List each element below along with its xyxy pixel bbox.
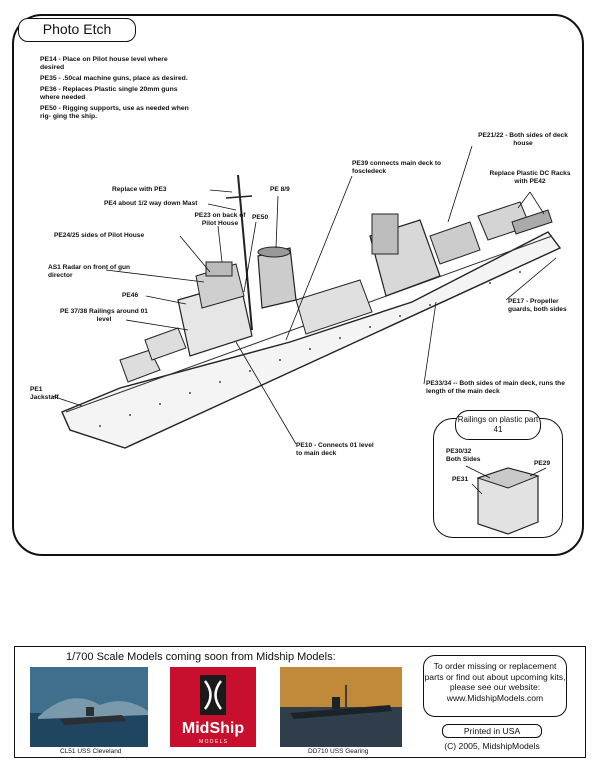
callout-pe3334: PE33/34 -- Both sides of main deck, runs… <box>426 380 565 395</box>
callout-pe39: PE39 connects main deck to foscledeck <box>352 160 442 175</box>
callout-pe23: PE23 on back of Pilot House <box>194 212 246 227</box>
note-pe14: PE14 - Place on Pilot house level where … <box>40 56 168 71</box>
railings-pe29: PE29 <box>534 460 551 467</box>
caption-gearing: DD710 USS Gearing <box>308 748 369 755</box>
mast <box>237 174 253 331</box>
callout-pe3: Replace with PE3 <box>112 186 167 193</box>
logo-wordmark: MidShip <box>182 720 244 737</box>
aft-gun-mounts <box>429 221 481 265</box>
coming-soon-heading: 1/700 Scale Models coming soon from Mids… <box>66 651 336 663</box>
midship-logo: MidShip M O D E L S <box>170 667 256 747</box>
mast-yard <box>225 195 253 199</box>
callout-pe17: PE17 - Propeller guards, both sides <box>508 298 567 313</box>
railings-title: Railings on plastic part 41 <box>455 410 541 440</box>
instruction-panel-frame <box>12 14 584 556</box>
part-41-leaders <box>465 465 547 495</box>
railings-pe3032: PE30/32 Both Sides <box>446 448 481 463</box>
funnel-top <box>257 246 291 258</box>
uss-cleveland-image <box>30 667 148 747</box>
callout-pe3738: PE 37/38 Railings around 01 level <box>60 308 148 323</box>
printed-in-usa: Printed in USA <box>442 724 542 738</box>
callout-pe50: PE50 <box>252 214 269 221</box>
dc-racks <box>511 209 553 235</box>
logo-subtext: M O D E L S <box>199 739 228 745</box>
railings-pe31: PE31 <box>452 476 469 483</box>
callout-as1: AS1 Radar on front of gun director <box>48 264 131 279</box>
forward-gun-mount-2 <box>144 327 187 361</box>
callout-pe2122: PE21/22 - Both sides of deck house <box>478 132 568 147</box>
note-pe36: PE36 - Replaces Plastic single 20mm guns… <box>40 86 178 101</box>
caption-cleveland: CL51 USS Cleveland <box>60 748 122 755</box>
callout-pe4: PE4 about 1/2 way down Mast <box>104 200 198 207</box>
callout-pe1: PE1 Jackstaff <box>30 386 59 401</box>
ship-hull <box>61 231 562 449</box>
footer-box <box>14 646 586 758</box>
callout-pe42: Replace Plastic DC Racks with PE42 <box>489 170 571 185</box>
note-pe50: PE50 - Rigging supports, use as needed w… <box>40 105 189 120</box>
callout-pe89: PE 8/9 <box>270 186 290 193</box>
hull-portholes <box>99 271 521 427</box>
part-41-top <box>476 467 540 489</box>
photo-etch-notes: PE14 - Place on Pilot house level where … <box>40 56 190 124</box>
callout-leaders <box>51 145 557 445</box>
callout-pe10: PE10 - Connects 01 level to main deck <box>296 442 374 457</box>
callout-pe46: PE46 <box>122 292 139 299</box>
midship-deckhouse <box>295 279 373 335</box>
aft-tower <box>371 213 399 255</box>
page-title: Photo Etch <box>18 18 136 42</box>
uss-gearing-image <box>280 667 402 747</box>
copyright-text: (C) 2005, MidshipModels <box>444 741 540 751</box>
callout-pe2425: PE24/25 sides of Pilot House <box>54 232 145 239</box>
order-info-box: To order missing or replacement parts or… <box>423 655 567 717</box>
forward-gun-mount <box>119 349 161 383</box>
note-pe35: PE35 - .50cal machine guns, place as des… <box>40 75 188 82</box>
gun-director <box>205 261 233 277</box>
